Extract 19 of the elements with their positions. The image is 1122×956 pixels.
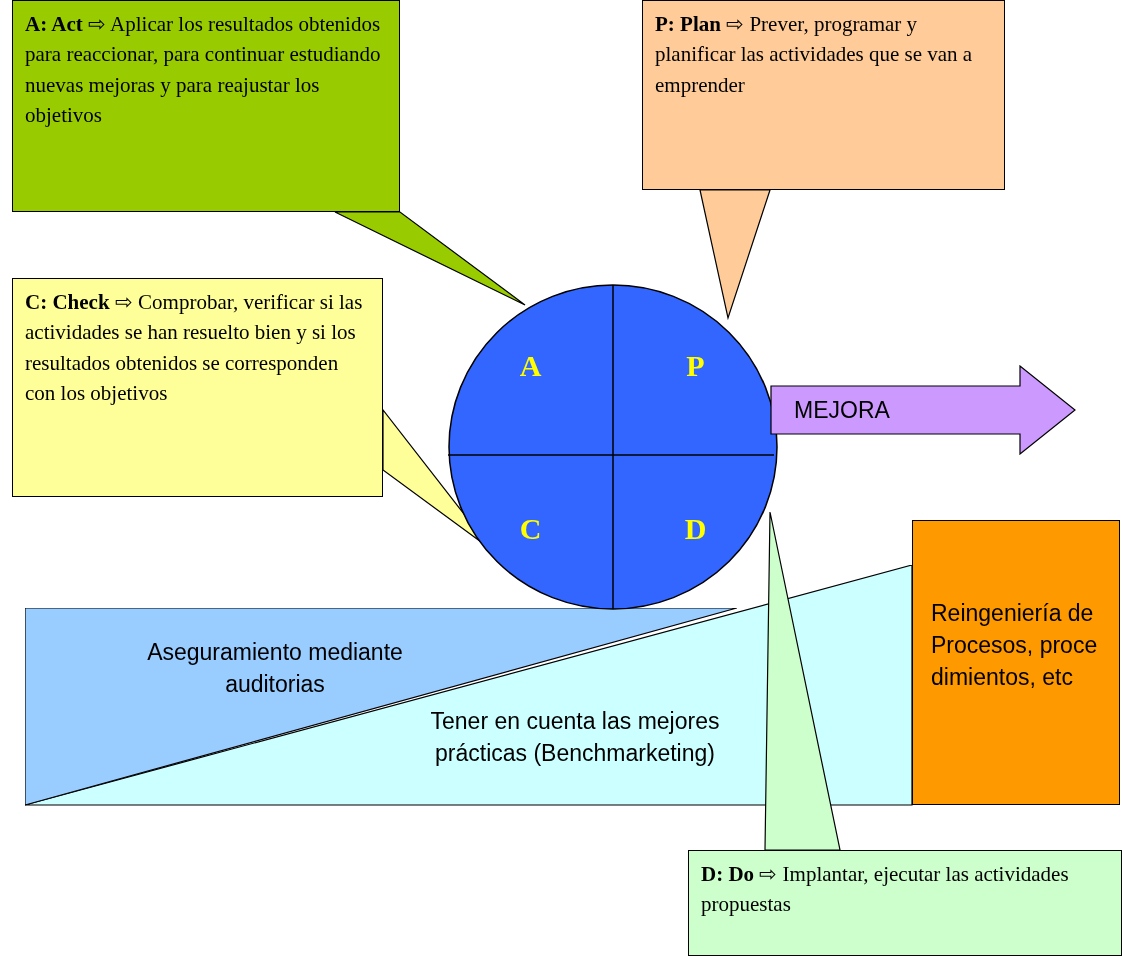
quadrant-letter: P [686, 348, 705, 383]
callout-text: C: Check ⇨ Comprobar, verificar si las actividades se han resuelto bien y si los resultados obtenidos se corresponden con los objetivos [25, 289, 364, 408]
callout-box [642, 0, 1005, 190]
quadrant-letter: D [684, 511, 707, 546]
callout-box [12, 0, 400, 212]
callout-tail [699, 189, 771, 321]
callout-box [688, 850, 1122, 956]
callout-tail [764, 511, 841, 851]
callout-tail [334, 211, 526, 306]
arrow-label: MEJORA [794, 397, 890, 424]
callout-text: P: Plan ⇨ Prever, programar y planificar las actividades que se van a emprender [655, 11, 974, 99]
quadrant-letter: C [519, 511, 542, 546]
callout-text: A: Act ⇨ Aplicar los resultados obtenidos para reaccionar, para continuar estudiando nuevas mejoras y para reajustar los objetivos [25, 11, 382, 130]
callout-box [12, 278, 383, 497]
quadrant-letter: A [519, 348, 542, 383]
process-box: Reingeniería de Procesos, procedimientos, etc [912, 520, 1120, 805]
band-label: Aseguramiento mediante auditorias [146, 638, 404, 700]
callout-text: D: Do ⇨ Implantar, ejecutar las actividades propuestas [701, 861, 1070, 919]
band-label: Tener en cuenta las mejores prácticas (Benchmarketing) [429, 707, 721, 769]
